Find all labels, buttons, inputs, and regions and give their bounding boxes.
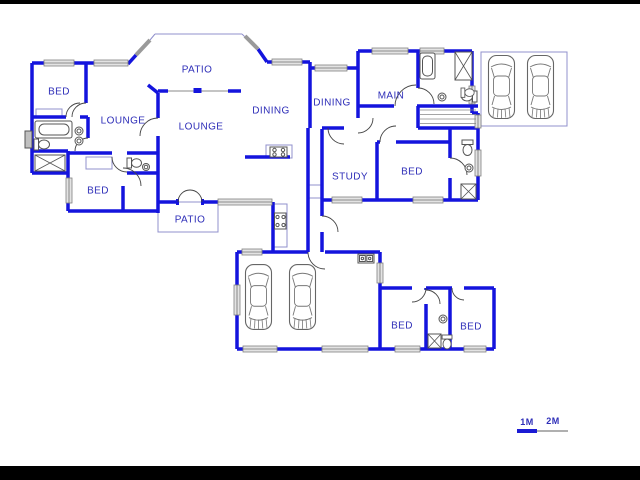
room-label-study: STUDY xyxy=(332,171,368,183)
room-label-bed4: BED xyxy=(391,320,413,332)
bathtub-icon xyxy=(419,52,436,80)
scale-bar-1m-segment xyxy=(517,429,537,433)
shower-icon xyxy=(34,154,66,172)
room-label-patio1: PATIO xyxy=(181,64,213,76)
room-label-bed3: BED xyxy=(87,185,109,197)
shower-icon xyxy=(454,51,473,81)
room-label-dining1: DINING xyxy=(252,105,290,117)
car-icon xyxy=(526,54,555,120)
shower-icon xyxy=(427,333,442,349)
sink-icon xyxy=(464,163,474,173)
room-label-lounge1: LOUNGE xyxy=(100,115,146,127)
car-icon xyxy=(487,54,516,120)
windows xyxy=(43,33,487,353)
fixtures xyxy=(24,51,478,350)
sink-icon xyxy=(438,314,448,324)
toilet-icon xyxy=(461,139,474,156)
bathtub-icon xyxy=(34,120,73,139)
car-icon xyxy=(244,263,273,330)
room-label-bed1: BED xyxy=(48,86,70,98)
toilet-icon xyxy=(33,138,50,151)
patio-outline-bottom xyxy=(157,201,219,233)
double-sink-icon xyxy=(357,253,375,264)
toilet-icon xyxy=(441,334,453,350)
room-label-main: MAIN xyxy=(377,90,405,102)
toilet-icon xyxy=(126,157,142,169)
room-label-bed2: BED xyxy=(401,166,423,178)
car-icon xyxy=(288,263,317,330)
room-label-lounge2: LOUNGE xyxy=(178,121,224,133)
garage-outline-top-right xyxy=(480,51,568,127)
hex-patio-outline xyxy=(149,33,247,41)
sink-icon xyxy=(142,163,150,171)
stove-icon xyxy=(269,146,288,158)
toilet-icon xyxy=(460,87,475,98)
scale-bar-2m-segment xyxy=(537,430,568,432)
shelf-bed3 xyxy=(85,156,113,170)
scale-label-2m: 2M xyxy=(546,416,560,426)
shelf-lines xyxy=(420,109,476,124)
shower-icon xyxy=(460,183,477,200)
room-label-patio2: PATIO xyxy=(174,214,206,226)
sink-icon xyxy=(74,126,84,146)
shelf-corridor xyxy=(308,184,323,199)
room-label-bed5: BED xyxy=(460,321,482,333)
geyser-icon xyxy=(24,130,33,149)
plan-canvas: BED LOUNGE PATIO LOUNGE DINING DINING MA… xyxy=(0,4,640,466)
room-label-dining2: DINING xyxy=(313,97,351,109)
scale-label-1m: 1M xyxy=(520,417,534,427)
sink-icon xyxy=(437,92,447,102)
doors xyxy=(65,84,468,305)
stove-icon xyxy=(274,212,287,230)
floor-plan-drawing xyxy=(24,33,568,353)
